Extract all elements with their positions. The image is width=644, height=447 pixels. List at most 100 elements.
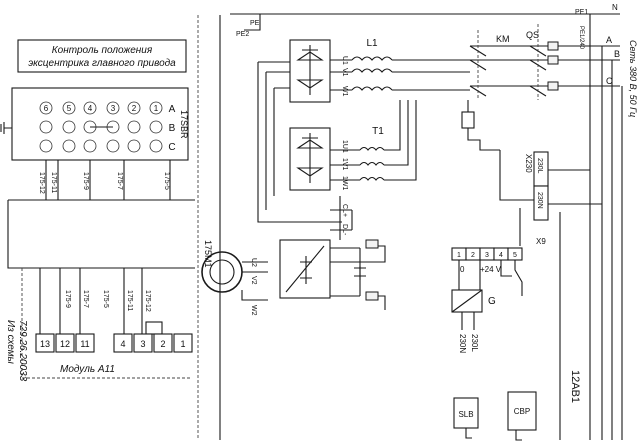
terminal-3 — [133, 333, 153, 353]
terminal-label-4: 4 — [120, 339, 125, 349]
inverter-icon — [285, 245, 325, 293]
phase-a-label: A — [606, 35, 612, 45]
wire-label-175-12: 175-12 — [38, 172, 45, 194]
power-supply-230n: 230N — [458, 334, 467, 353]
coil-km-box — [461, 111, 475, 129]
power-supply-label: G — [488, 296, 496, 307]
cbp-lead — [515, 430, 522, 441]
terminal-label-3: 3 — [140, 339, 145, 349]
x9-number-3: 3 — [485, 252, 489, 259]
contact-a3 — [106, 101, 120, 115]
neutral-label: N — [612, 3, 618, 12]
terminal-x230: X230 230L 230N — [499, 150, 602, 246]
col-number-4: 4 — [88, 104, 93, 113]
motor-phase-w2: W2 — [250, 305, 257, 316]
module-label: Модуль A11 — [60, 364, 115, 375]
converter-out-u1: U1 — [341, 56, 348, 65]
motor-phase-v2: V2 — [250, 276, 257, 285]
transformer-t1: T1 — [345, 100, 417, 181]
x9-wiring — [458, 260, 523, 296]
col-number-3: 3 — [111, 104, 116, 113]
power-supply-g: G 230L 230N — [451, 289, 496, 353]
x9-number-5: 5 — [513, 252, 517, 259]
fuse-c — [547, 81, 559, 91]
transformer-t1-label: T1 — [372, 126, 384, 137]
title-box: Контроль положения эксцентрика главного … — [17, 39, 187, 73]
terminal-label-13: 13 — [40, 339, 50, 349]
breaker-label: QS — [526, 30, 539, 40]
supply-note: Сеть 380 В, 50 Гц — [628, 40, 638, 117]
contact-c1 — [149, 139, 163, 153]
contact-b6 — [39, 120, 53, 134]
cbp-label: CBP — [514, 407, 530, 416]
contactor-label: KM — [496, 34, 510, 44]
contact-c3 — [106, 139, 120, 153]
converter-out-v1: V1 — [341, 68, 348, 77]
sensor-frame — [11, 87, 189, 161]
motor-inner-circle — [209, 259, 235, 285]
top-rails — [230, 13, 620, 31]
pe2-label: PE2 — [236, 31, 249, 38]
module-wire-175-12: 175-12 — [144, 290, 151, 312]
sensor-block-17sbr: 6 5 4 3 2 1 A B C 17SBR 175-12 175-11 17… — [0, 87, 195, 269]
converter-out-w1: W1 — [341, 86, 348, 97]
component-slb: SLB — [453, 397, 479, 439]
x9-number-1: 1 — [457, 252, 461, 259]
switchgear: KM QS PE PE1 PE2 N PE1/240 A B C Сеть 38… — [230, 3, 638, 440]
transformer-t1-leads — [345, 100, 417, 181]
contact-a6 — [39, 101, 53, 115]
inverter-block — [279, 239, 331, 299]
terminal-4 — [113, 333, 133, 353]
slb-lead — [465, 428, 472, 439]
module-small-contact — [145, 321, 163, 335]
sensor-wires — [45, 160, 171, 200]
capacitor-icon — [354, 266, 366, 280]
terminal-label-1: 1 — [180, 339, 185, 349]
x9-number-2: 2 — [471, 252, 475, 259]
contact-a5 — [62, 101, 76, 115]
pe-label: PE — [250, 20, 260, 27]
side-note-line-1: Из схемы — [5, 320, 16, 365]
terminal-x230-label: X230 — [524, 154, 533, 173]
col-number-5: 5 — [67, 104, 72, 113]
reactor-l1-label: L1 — [366, 38, 378, 49]
module-wires — [39, 268, 143, 334]
module-dashed-frame — [21, 268, 190, 379]
row-letter-c: C — [168, 142, 175, 153]
sensor-block-label: 17SBR — [179, 110, 189, 139]
terminal-label-2: 2 — [160, 339, 165, 349]
component-cbp: CBP — [507, 391, 537, 441]
phase-b-label: B — [614, 49, 620, 59]
terminal-x230-bottom — [533, 185, 549, 221]
contact-c2 — [127, 139, 141, 153]
wire-label-175-7: 175-7 — [116, 172, 123, 190]
col-number-6: 6 — [44, 104, 49, 113]
x230-wiring — [499, 150, 602, 246]
col-number-2: 2 — [132, 104, 137, 113]
reactor-l1: L1 — [345, 38, 470, 91]
converter-out-1v1: 1V1 — [341, 158, 348, 171]
contact-c4 — [83, 139, 97, 153]
converter-out-1u1: 1U1 — [341, 140, 348, 153]
thyristor-icon-lower — [296, 133, 324, 183]
converter-out-1w1: 1W1 — [341, 176, 348, 191]
x9-24v-label: +24 V — [480, 265, 502, 274]
contact-a1 — [149, 101, 163, 115]
wire-label-175-9: 175-9 — [82, 172, 89, 190]
bus-label-12ab1: 12AB1 — [569, 370, 581, 403]
cbp-box — [507, 391, 537, 431]
wire-label-175-11: 175-11 — [50, 172, 57, 193]
terminal-11 — [75, 333, 95, 353]
x9-number-4: 4 — [499, 252, 503, 259]
supply-wire-label: PE1/240 — [578, 26, 584, 50]
pe1-label: PE1 — [575, 9, 588, 16]
reactor-l1-leads — [345, 59, 470, 91]
contact-a4 — [83, 101, 97, 115]
x9-zero-label: 0 — [460, 265, 465, 274]
contactor-coil — [461, 100, 500, 151]
sensor-harness — [7, 199, 195, 269]
x230-value-230l: 230L — [536, 158, 543, 174]
module-wire-175-7: 175-7 — [82, 290, 89, 308]
converter-dc-minus: DL- — [341, 224, 348, 236]
wire-label-175-5: 175-5 — [163, 172, 170, 190]
